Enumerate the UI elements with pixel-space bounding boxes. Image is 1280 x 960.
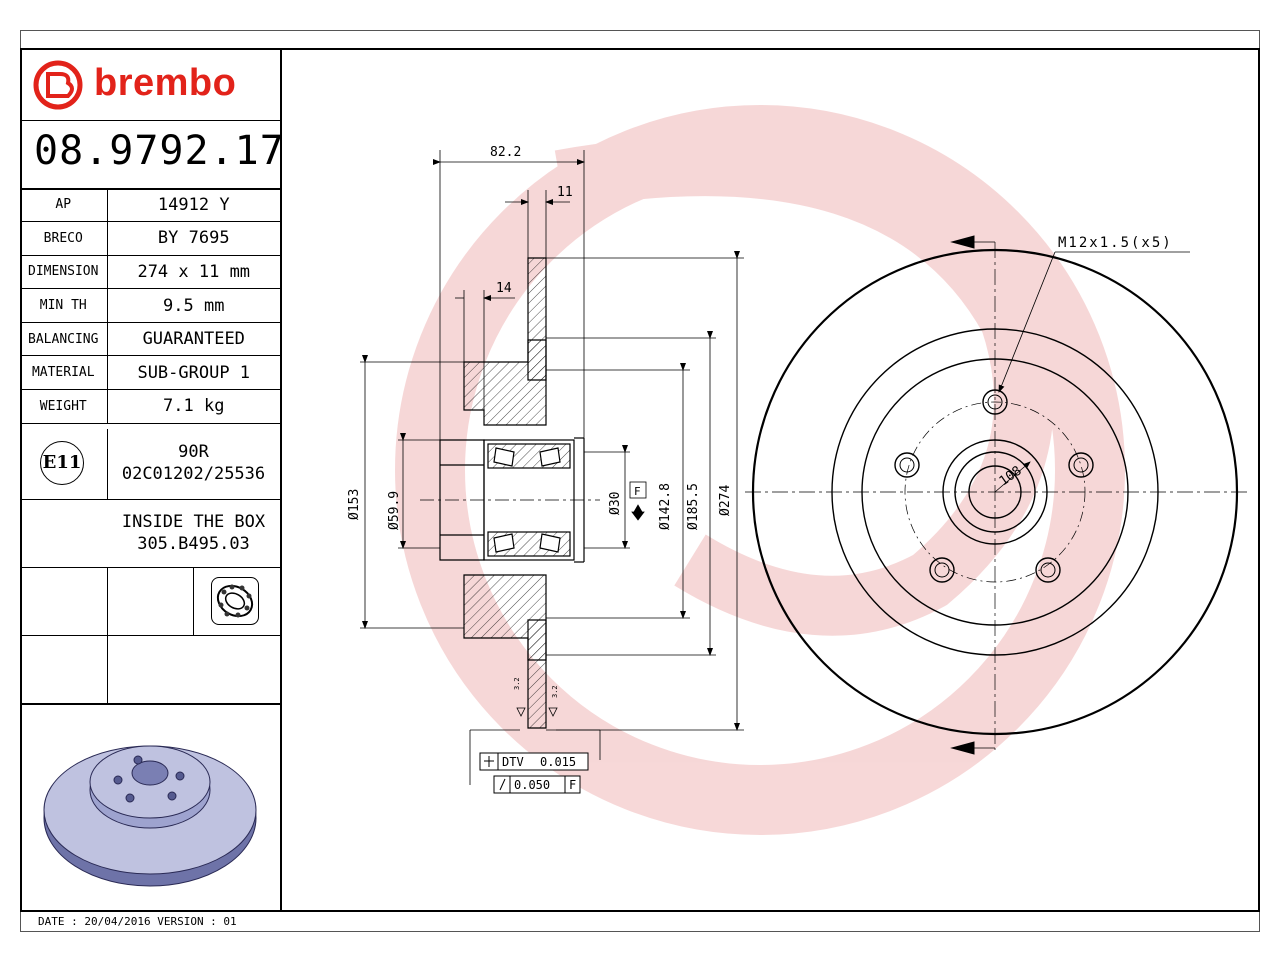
datum-label: F (634, 485, 641, 498)
certification-key: E11 (20, 429, 108, 499)
spec-key: WEIGHT (20, 389, 108, 424)
dim-overall-width: 82.2 (490, 145, 521, 160)
spec-key: BALANCING (20, 322, 108, 357)
dim-d274: Ø274 (718, 485, 733, 516)
certification-line1: 90R (178, 442, 209, 462)
part-number: 08.9792.17 (34, 128, 285, 174)
spec-row-ap: AP 14912 Y (20, 188, 280, 223)
disc-render-icon (43, 745, 257, 887)
dim-d59-9: Ø59.9 (387, 491, 402, 530)
divider (107, 567, 108, 635)
spec-key: MIN TH (20, 288, 108, 323)
spec-key: MATERIAL (20, 355, 108, 391)
spec-value: 9.5 mm (107, 288, 280, 323)
section-dimensions (360, 150, 744, 785)
footer-date-version: DATE : 20/04/2016 VERSION : 01 (38, 915, 237, 928)
front-view (745, 235, 1248, 755)
inside-box-line2: 305.B495.03 (137, 534, 250, 554)
dtv-label: DTV (502, 755, 524, 769)
cross-section-view (420, 257, 600, 729)
spec-row-min-th: MIN TH 9.5 mm (20, 288, 280, 323)
inside-box-key (20, 499, 107, 567)
drawing-sheet (20, 48, 1260, 912)
bearing-icon (211, 577, 259, 625)
runout-value: 0.050 (514, 778, 550, 792)
spec-key: BRECO (20, 221, 108, 256)
inside-box-values: INSIDE THE BOX 305.B495.03 (107, 511, 280, 555)
certification-values: 90R 02C01202/25536 (107, 441, 280, 485)
dtv-value: 0.015 (540, 755, 576, 769)
watermark-logo-icon (395, 105, 1125, 835)
spec-value: 14912 Y (107, 188, 280, 223)
divider (193, 567, 194, 635)
spec-row-balancing: BALANCING GUARANTEED (20, 322, 280, 357)
blank-row (20, 635, 280, 705)
spec-value: 274 x 11 mm (107, 255, 280, 290)
inside-box-line1: INSIDE THE BOX (121, 512, 266, 532)
certification-line2: 02C01202/25536 (121, 464, 266, 484)
thread-label: M12x1.5(x5) (1058, 235, 1173, 251)
tolerance-frames: DTV 0.015 0.050 F (479, 752, 589, 794)
dim-d142-8: Ø142.8 (658, 483, 673, 530)
roughness-left: 3.2 (513, 677, 521, 690)
spec-row-breco: BRECO BY 7695 (20, 221, 280, 256)
brembo-logo-icon (33, 60, 83, 110)
dim-d30: Ø30 (608, 492, 623, 515)
spec-row-dimension: DIMENSION 274 x 11 mm (20, 255, 280, 290)
title-block: brembo 08.9792.17 AP 14912 Y BRECO BY 76… (20, 48, 284, 912)
spec-value: BY 7695 (107, 221, 280, 256)
spec-value: GUARANTEED (107, 322, 280, 357)
dim-disc-thickness: 11 (557, 185, 573, 200)
spec-value: SUB-GROUP 1 (107, 355, 280, 391)
runout-datum: F (569, 778, 576, 792)
certification-row: E11 90R 02C01202/25536 (20, 429, 280, 500)
bearing-row (20, 567, 280, 636)
spec-row-weight: WEIGHT 7.1 kg (20, 389, 280, 424)
dim-d153: Ø153 (347, 489, 362, 520)
logo-row: brembo (20, 48, 280, 121)
spec-row-material: MATERIAL SUB-GROUP 1 (20, 355, 280, 391)
divider (107, 635, 108, 703)
spec-value: 7.1 kg (107, 389, 280, 424)
spec-key: DIMENSION (20, 255, 108, 290)
part-number-row: 08.9792.17 (20, 120, 284, 190)
roughness-right: 3.2 (551, 685, 559, 698)
spec-key: AP (20, 188, 108, 223)
section-dimension-labels: 82.2 11 14 Ø153 Ø59.9 Ø30 F Ø142.8 Ø185.… (347, 145, 733, 698)
inside-box-row: INSIDE THE BOX 305.B495.03 (20, 499, 280, 568)
brand-name: brembo (94, 62, 237, 104)
dim-hub-flange: 14 (496, 281, 512, 296)
e11-badge-icon: E11 (40, 441, 84, 485)
dim-d185-5: Ø185.5 (686, 483, 701, 530)
spec-table: AP 14912 Y BRECO BY 7695 DIMENSION 274 x… (20, 188, 280, 424)
